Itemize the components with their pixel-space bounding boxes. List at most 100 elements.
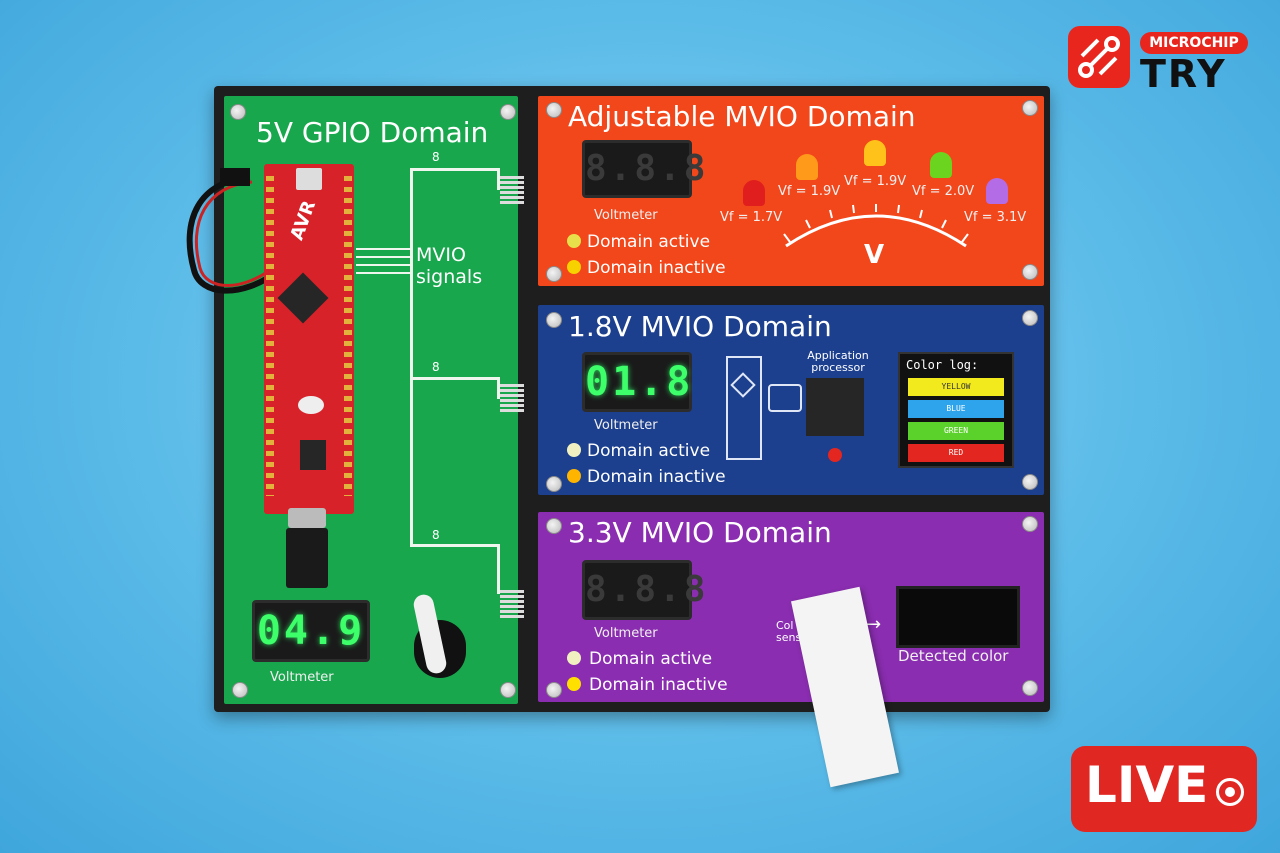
color-log-entry: YELLOW [908,378,1004,396]
signal-wire [356,256,412,258]
adjustable-inactive-label: Domain inactive [587,258,726,278]
screw [1022,474,1038,490]
active-led-icon [567,651,581,665]
bus-branch [410,377,500,380]
bus-width-label: 8 [432,528,440,542]
mvio18-active-label: Domain active [587,441,711,461]
adjustable-voltmeter-label: Voltmeter [594,208,658,223]
header-pins [266,176,274,496]
application-processor-chip [806,378,864,436]
color-sensor-label: Col sens [776,619,802,644]
color-log-screen: Color log: YELLOW BLUE GREEN RED [898,352,1014,468]
bus-width-label: 8 [432,360,440,374]
screw [230,104,246,120]
led-vf-label: Vf = 3.1V [964,210,1027,225]
mvio18-voltmeter-label: Voltmeter [594,418,658,433]
live-label: LIVE [1085,756,1209,814]
gpio-voltmeter-display: 04.9 [252,600,370,662]
inactive-led-icon [567,469,581,483]
mvio33-inactive-label: Domain inactive [589,675,728,695]
screw [546,682,562,698]
usb-cable [286,528,328,588]
signal-wire [356,248,412,250]
connector [500,176,524,206]
gpio-voltmeter-label: Voltmeter [270,670,334,685]
record-icon [1216,778,1244,806]
usb-connector [288,508,326,528]
screw [500,682,516,698]
detected-color-label: Detected color [898,647,1009,665]
screw [546,476,562,492]
bus-drop [497,544,500,594]
led-vf-label: Vf = 1.9V [778,184,841,199]
bus-drop [497,377,500,399]
sensor-module [726,356,762,460]
bus-width-label: 8 [432,150,440,164]
gpio-voltmeter-reading: 04.9 [256,608,366,654]
mvio33-voltmeter-display: 8.8.8 [582,560,705,620]
screw [546,518,562,534]
database-icon [768,384,802,412]
gpio-panel-title: 5V GPIO Domain [256,116,489,149]
debugger-chip [300,440,326,470]
color-log-entry: GREEN [908,422,1004,440]
power-cable-icon [186,168,282,294]
analog-gauge-icon [783,204,969,248]
header-pins [344,176,352,496]
mvio18-inactive-label: Domain inactive [587,467,726,487]
screw [232,682,248,698]
mvio18-panel-title: 1.8V MVIO Domain [568,310,832,343]
adjustable-voltmeter-reading: 8.8.8 [585,148,709,189]
arrow-right-icon: → [866,614,882,635]
screw [1022,310,1038,326]
active-led-icon [567,234,581,248]
led-red-icon [743,180,765,206]
reset-button [296,168,322,190]
led-orange-icon [796,154,818,180]
connector [500,590,524,620]
color-log-title: Color log: [906,358,979,372]
brand-product: TRY [1140,52,1227,96]
processor-label: Application processor [807,349,869,374]
screw [546,312,562,328]
screw [500,104,516,120]
mvio-signals-label: MVIO signals [416,244,483,288]
bus-branch [410,168,500,171]
mvio33-active-label: Domain active [589,649,713,669]
adjustable-voltmeter-display: 8.8.8 [582,140,709,198]
connector [500,384,524,414]
led-violet-icon [986,178,1008,204]
screw [1022,100,1038,116]
mvio18-voltmeter-reading: 01.8 [585,359,694,405]
screw [1022,264,1038,280]
bus-branch [410,544,500,547]
screw [1022,680,1038,696]
gauge-unit: V [864,240,885,270]
microchip-logo-icon [1068,26,1130,88]
screw [546,102,562,118]
adjustable-panel-title: Adjustable MVIO Domain [568,100,916,133]
led-vf-label: Vf = 1.9V [844,174,907,189]
bus-trunk [410,168,413,544]
status-led-icon [828,448,842,462]
screw [546,266,562,282]
color-log-entry: RED [908,444,1004,462]
led-vf-label: Vf = 2.0V [912,184,975,199]
inactive-led-icon [567,677,581,691]
led-green-icon [930,152,952,178]
mvio33-panel-title: 3.3V MVIO Domain [568,516,832,549]
active-led-icon [567,443,581,457]
mvio33-voltmeter-label: Voltmeter [594,626,658,641]
screw [1022,516,1038,532]
led-vf-label: Vf = 1.7V [720,210,783,225]
color-log-entry: BLUE [908,400,1004,418]
bus-drop [497,168,500,190]
signal-wire [356,264,412,266]
led-yellow-icon [864,140,886,166]
microchip-mark-icon [298,396,324,414]
brand-badge: MICROCHIP [1140,32,1248,54]
inactive-led-icon [567,260,581,274]
signal-wire [356,272,412,274]
mvio18-voltmeter-display: 01.8 [582,352,692,412]
detected-color-screen [896,586,1020,648]
